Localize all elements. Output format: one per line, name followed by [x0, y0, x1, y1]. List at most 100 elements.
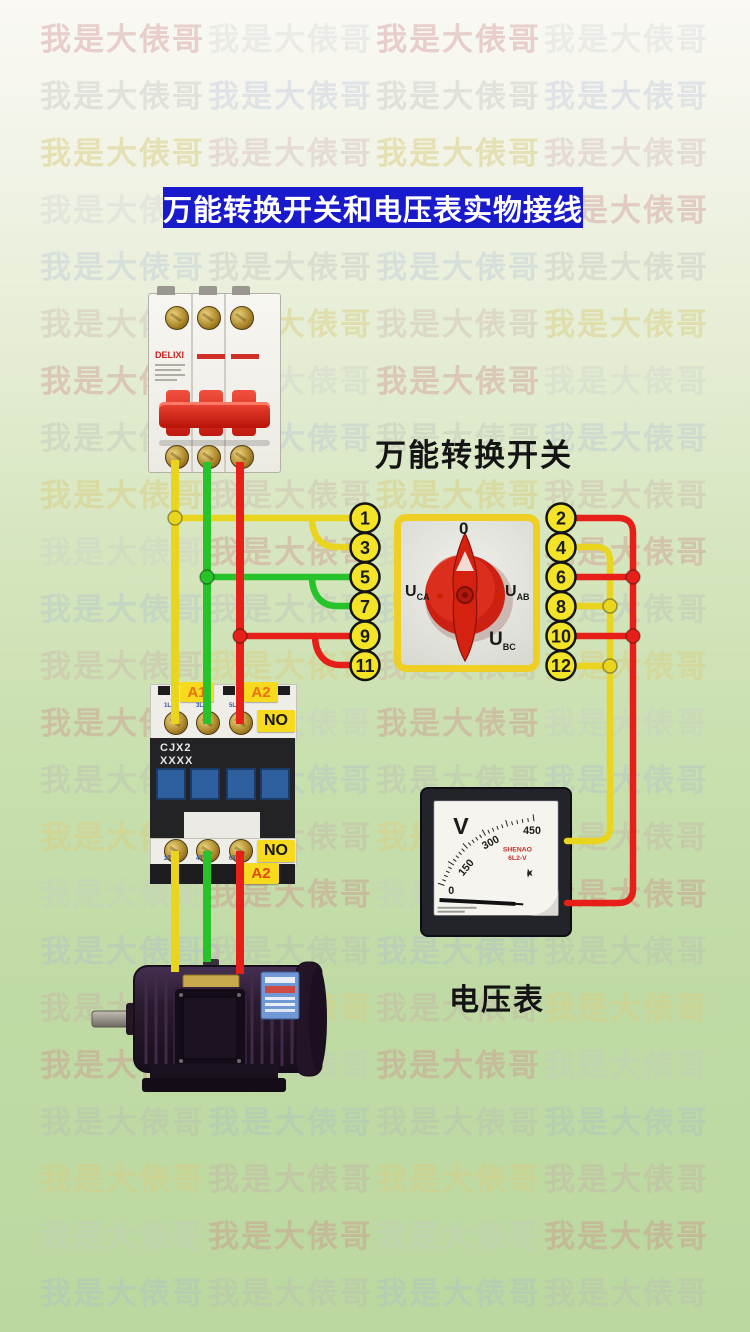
contactor-blue-window	[260, 768, 290, 800]
breaker-red-stripe	[231, 354, 259, 359]
svg-text:4: 4	[556, 538, 566, 558]
breaker-spec-text	[155, 379, 177, 381]
pole-divider	[224, 294, 226, 472]
junction-dot	[199, 569, 215, 585]
scale-450: 450	[523, 825, 541, 837]
unit-symbol: V	[453, 813, 469, 839]
breaker-terminal-screw-icon	[165, 306, 189, 330]
voltmeter-label: 电压表	[449, 984, 545, 1017]
watermark-text: 我是大俵哥	[376, 136, 541, 171]
scale-ticks	[437, 814, 535, 886]
breaker-spec-text	[155, 374, 185, 376]
rotary-knob-graphic	[425, 531, 513, 663]
wires	[167, 460, 641, 974]
terminal-badge: 7	[349, 590, 381, 623]
watermark-text: 我是大俵哥	[376, 706, 541, 741]
watermark-text: 我是大俵哥	[376, 1162, 541, 1197]
breaker-tab	[157, 286, 175, 295]
watermark-text: 我是大俵哥	[544, 991, 709, 1026]
svg-text:6: 6	[556, 568, 566, 588]
watermark-text: 我是大俵哥	[208, 1105, 373, 1140]
electric-motor	[91, 943, 327, 1092]
watermark-text: 我是大俵哥	[544, 1105, 709, 1140]
watermark-text: 我是大俵哥	[208, 22, 373, 57]
position-dot-icon	[437, 593, 443, 599]
watermark-text: 我是大俵哥	[40, 22, 205, 57]
junction-dot	[625, 569, 641, 585]
breaker-spec-text	[155, 364, 185, 366]
watermark-text: 我是大俵哥	[544, 307, 709, 342]
rotary-cam-switch: 0 UCA UAB UBC	[394, 514, 540, 672]
watermark-text: 我是大俵哥	[544, 364, 709, 399]
junction-dot	[625, 628, 641, 644]
svg-text:3: 3	[360, 538, 370, 558]
contactor-model2: XXXX	[160, 755, 194, 767]
watermark-text: 我是大俵哥	[208, 592, 373, 627]
meter-symbol-icon	[527, 868, 533, 878]
svg-text:7: 7	[360, 597, 370, 617]
contactor-tab	[278, 686, 290, 695]
label-a2-bottom: A2	[243, 863, 279, 884]
svg-text:8: 8	[556, 597, 566, 617]
terminal-badges: 1 3 5 7 9 11 2 4 6 8 10 12	[349, 502, 577, 682]
watermark-text: 我是大俵哥	[376, 1219, 541, 1254]
contactor-model: CJX2	[160, 742, 192, 754]
rotary-switch-label: 万能转换开关	[375, 438, 573, 473]
circuit-breaker: DELIXI	[148, 286, 281, 473]
terminal-badge: 1	[349, 502, 381, 534]
breaker-terminal-screw-icon	[197, 306, 221, 330]
page-title-text: 万能转换开关和电压表实物接线	[163, 194, 584, 227]
junction-dot	[167, 510, 183, 526]
watermark-text: 我是大俵哥	[376, 1105, 541, 1140]
watermark-text: 我是大俵哥	[376, 364, 541, 399]
contactor-body	[150, 812, 184, 838]
terminal-badge: 10	[545, 620, 577, 652]
watermark-text: 我是大俵哥	[376, 1276, 541, 1311]
terminal-badge: 11	[349, 649, 381, 682]
contactor-slider	[184, 812, 260, 838]
watermark-text: 我是大俵哥	[40, 79, 205, 114]
watermark-text: 我是大俵哥	[376, 421, 541, 456]
junction-dot	[232, 628, 248, 644]
junction-dot	[602, 658, 618, 674]
watermark-text: 我是大俵哥	[208, 535, 373, 570]
watermark-text: 我是大俵哥	[376, 307, 541, 342]
terminal-badge: 2	[545, 502, 577, 534]
meter-brand: SHENAO	[503, 846, 532, 853]
watermark-text: 我是大俵哥	[544, 1219, 709, 1254]
watermark-text: 我是大俵哥	[544, 250, 709, 285]
watermark-text: 我是大俵哥	[376, 79, 541, 114]
breaker-brand: DELIXI	[155, 350, 185, 360]
position-uab: UAB	[505, 583, 530, 603]
contactor-body	[260, 812, 295, 838]
watermark-text: 我是大俵哥	[208, 478, 373, 513]
svg-text:10: 10	[551, 627, 571, 647]
contactor-pin-label: 3L2	[196, 703, 207, 709]
knob-pointer-triangle-icon	[456, 551, 474, 571]
terminal-badge: 5	[349, 561, 381, 593]
watermark-text: 我是大俵哥	[40, 136, 205, 171]
contactor-blue-window	[226, 768, 256, 800]
watermark-text: 我是大俵哥	[208, 934, 373, 969]
svg-text:9: 9	[360, 627, 370, 647]
label-a2-top: A2	[244, 682, 278, 702]
watermark-text: 我是大俵哥	[208, 1162, 373, 1197]
wire-red-to-terminal-11	[311, 632, 354, 669]
contactor-blue-window	[156, 768, 186, 800]
watermark-text: 我是大俵哥	[208, 1219, 373, 1254]
watermark-text: 我是大俵哥	[544, 1048, 709, 1083]
motor-nameplate	[182, 974, 240, 990]
watermark-text: 我是大俵哥	[376, 991, 541, 1026]
svg-text:11: 11	[355, 656, 374, 676]
watermark-text: 我是大俵哥	[208, 136, 373, 171]
watermark-text: 我是大俵哥	[40, 1105, 205, 1140]
position-dot-icon	[496, 593, 502, 599]
svg-text:12: 12	[551, 656, 571, 676]
watermark-text: 我是大俵哥	[376, 934, 541, 969]
contactor-tab	[223, 686, 235, 695]
contactor-pin-label: 4T2	[196, 856, 207, 862]
contactor-blue-window	[190, 768, 220, 800]
terminal-badge: 6	[545, 561, 577, 593]
terminal-badge: 4	[545, 531, 577, 564]
